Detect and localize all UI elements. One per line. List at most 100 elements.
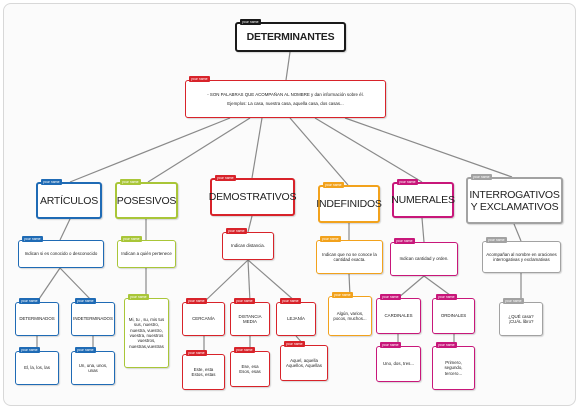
cercania-examples: Este, esta Estos, estas	[191, 366, 216, 377]
node-tag: your name	[226, 228, 247, 234]
indefinidos-examples-node: your name Algún, varios, pocos, muchos..…	[328, 292, 372, 336]
connector-line	[251, 117, 263, 179]
distancia-media-label: DISTANCIA MEDIA	[238, 313, 262, 324]
posesivos-node: your name POSESIVOS	[115, 179, 178, 219]
ordinales-examples: Primero, segundo, tercero...	[444, 359, 463, 376]
indefinidos-node: your name INDEFINIDOS	[316, 182, 382, 223]
lejania-label: LEJANÍA	[287, 316, 305, 322]
title-text: DETERMINANTES	[246, 31, 335, 43]
indeterminados-examples: Un, una, unos, unas	[78, 362, 108, 373]
interrogativos-label: INTERROGATIVOS Y EXCLAMATIVOS	[469, 188, 560, 213]
node-tag: your name	[284, 341, 305, 347]
articulos-desc: Indican si es conocido o desconocido	[24, 251, 98, 257]
node-tag: your name	[19, 298, 40, 304]
interrogativos-node: your name INTERROGATIVOS Y EXCLAMATIVOS	[466, 174, 563, 224]
demostrativos-label: DEMOSTRATIVOS	[208, 191, 297, 203]
lejania-examples: Aquel, aquella Aquellos, Aquellas	[286, 357, 322, 368]
cercania-label: CERCANÍA	[192, 316, 215, 322]
node-tag: your name	[215, 175, 236, 181]
determinados-label: DETERMINADOS	[19, 316, 55, 322]
ordinales-node: your name ORDINALES	[432, 294, 475, 334]
distancia-media-examples-node: your name Ese, esa Esos, esas	[230, 347, 270, 387]
lejania-examples-node: your name Aquel, aquella Aquellos, Aquel…	[280, 341, 328, 381]
node-tag: your name	[121, 236, 142, 242]
lejania-node: your name LEJANÍA	[276, 298, 316, 336]
node-tag: your name	[234, 298, 255, 304]
indefinidos-desc: Indican que no se conoce la cantidad exa…	[322, 251, 377, 262]
definition-line2: Ejemplos: La casa, nuestra casa, aquella…	[227, 101, 344, 106]
distancia-media-examples: Ese, esa Esos, esas	[239, 363, 261, 374]
node-tag: your name	[19, 347, 40, 353]
determinados-examples: El, la, los, las	[24, 365, 50, 371]
interrogativos-desc-node: your name Acompañan al nombre en oracion…	[482, 237, 561, 273]
node-tag: your name	[189, 76, 210, 82]
demostrativos-desc: Indican distancia.	[231, 243, 265, 249]
posesivos-label: POSESIVOS	[116, 194, 177, 207]
articulos-desc-node: your name Indican si es conocido o desco…	[18, 236, 104, 268]
connector-line	[36, 267, 61, 303]
node-tag: your name	[380, 342, 401, 348]
indefinidos-examples: Algún, varios, pocos, muchos...	[333, 310, 367, 321]
cercania-node: your name CERCANÍA	[182, 298, 225, 336]
definition-node: your name - SON PALABRAS QUE ACOMPAÑAN A…	[185, 76, 386, 118]
node-tag: your name	[503, 298, 524, 304]
connector-line	[285, 51, 291, 81]
numerales-label: NUMERALES	[391, 194, 455, 206]
node-tag: your name	[280, 298, 301, 304]
connector-line	[421, 217, 425, 243]
indefinidos-desc-node: your name Indican que no se conoce la ca…	[316, 236, 383, 274]
node-tag: your name	[128, 294, 149, 300]
connector-line	[69, 117, 231, 183]
node-tag: your name	[75, 298, 96, 304]
numerales-node: your name NUMERALES	[391, 179, 455, 218]
node-tag: your name	[471, 174, 492, 180]
connector-line	[247, 259, 251, 303]
connector-line	[314, 117, 423, 183]
cardinales-node: your name CARDINALES	[376, 294, 421, 334]
interrogativos-desc: Acompañan al nombre en oraciones interro…	[486, 251, 557, 262]
connector-line	[344, 117, 513, 178]
connector-line	[289, 117, 349, 186]
connector-line	[59, 218, 71, 241]
node-tag: your name	[234, 347, 255, 353]
node-tag: your name	[394, 238, 415, 244]
node-tag: your name	[397, 179, 418, 185]
interrogativos-examples-node: your name ¿QUÉ casa? ¡CUÁL libro?	[499, 298, 543, 336]
connector-line	[147, 117, 251, 183]
numerales-desc-node: your name Indican cantidad y orden.	[390, 238, 458, 276]
numerales-desc: Indican cantidad y orden.	[399, 256, 449, 262]
posesivos-desc-node: your name Indican a quién pertenece	[117, 236, 176, 268]
connector-line	[203, 259, 249, 303]
node-tag: your name	[486, 237, 507, 243]
node-tag: your name	[186, 350, 207, 356]
node-tag: your name	[41, 179, 62, 185]
node-tag: your name	[186, 298, 207, 304]
node-tag: your name	[120, 179, 141, 185]
node-tag: your name	[436, 342, 457, 348]
connector-line	[59, 267, 94, 303]
node-tag: your name	[320, 236, 341, 242]
articulos-label: ARTÍCULOS	[39, 194, 99, 207]
demostrativos-desc-node: your name Indican distancia.	[222, 228, 274, 260]
node-tag: your name	[436, 294, 457, 300]
node-tag: your name	[380, 294, 401, 300]
title-node: your name DETERMINANTES	[235, 19, 346, 52]
indefinidos-label: INDEFINIDOS	[316, 198, 382, 210]
node-tag: your name	[332, 292, 353, 298]
cardinales-examples: Uno, dos, tres...	[383, 361, 414, 367]
determinados-node: your name DETERMINADOS	[15, 298, 59, 336]
node-tag: your name	[22, 236, 43, 242]
cercania-examples-node: your name Este, esta Estos, estas	[182, 350, 225, 390]
demostrativos-node: your name DEMOSTRATIVOS	[208, 175, 297, 216]
connector-line	[247, 259, 297, 303]
posesivos-examples: Mi, tu , su, mis tus sus, nuestro, nuest…	[128, 316, 165, 349]
articulos-node: your name ARTÍCULOS	[36, 179, 102, 219]
connector-line	[397, 275, 425, 299]
distancia-media-node: your name DISTANCIA MEDIA	[230, 298, 270, 336]
ordinales-examples-node: your name Primero, segundo, tercero...	[432, 342, 475, 390]
indeterminados-examples-node: your name Un, una, unos, unas	[71, 347, 115, 385]
indeterminados-label: INDETERMINADOS	[73, 316, 113, 322]
interrogativos-examples: ¿QUÉ casa? ¡CUÁL libro?	[508, 313, 534, 324]
connector-line	[513, 223, 522, 242]
